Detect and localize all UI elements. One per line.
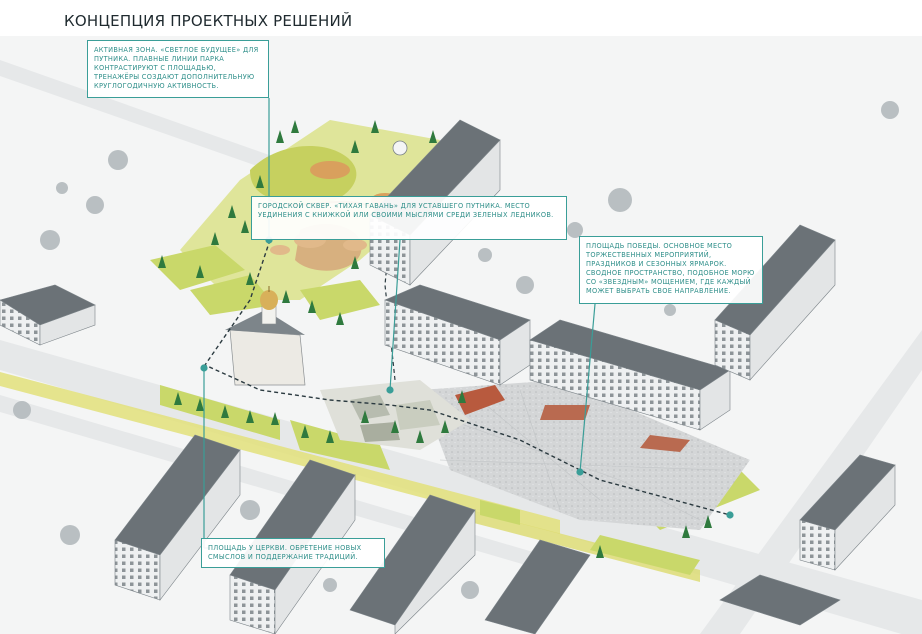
background-trees [13, 101, 899, 599]
pedestrian-route [203, 239, 731, 516]
page-title: КОНЦЕПЦИЯ ПРОЕКТНЫХ РЕШЕНИЙ [64, 12, 353, 30]
victory-square-paving [420, 380, 750, 530]
callout-leaders [200, 98, 734, 549]
callout-city-square: Городской сквер. «Тихая гавань» для уста… [251, 196, 567, 240]
city-square-garden [320, 380, 690, 452]
church [225, 286, 306, 386]
boulevard-strip [0, 372, 560, 534]
master-plan-illustration [0, 36, 922, 634]
trees [158, 120, 712, 558]
boulevard-strip-south [470, 510, 700, 582]
callout-church-square: Площадь у церкви. Обретение новых смысло… [201, 538, 385, 568]
callout-active-zone: Активная зона. «Светлое будущее» для пут… [87, 40, 269, 98]
callout-victory-square: Площадь Победы. Основное место торжестве… [579, 236, 763, 304]
